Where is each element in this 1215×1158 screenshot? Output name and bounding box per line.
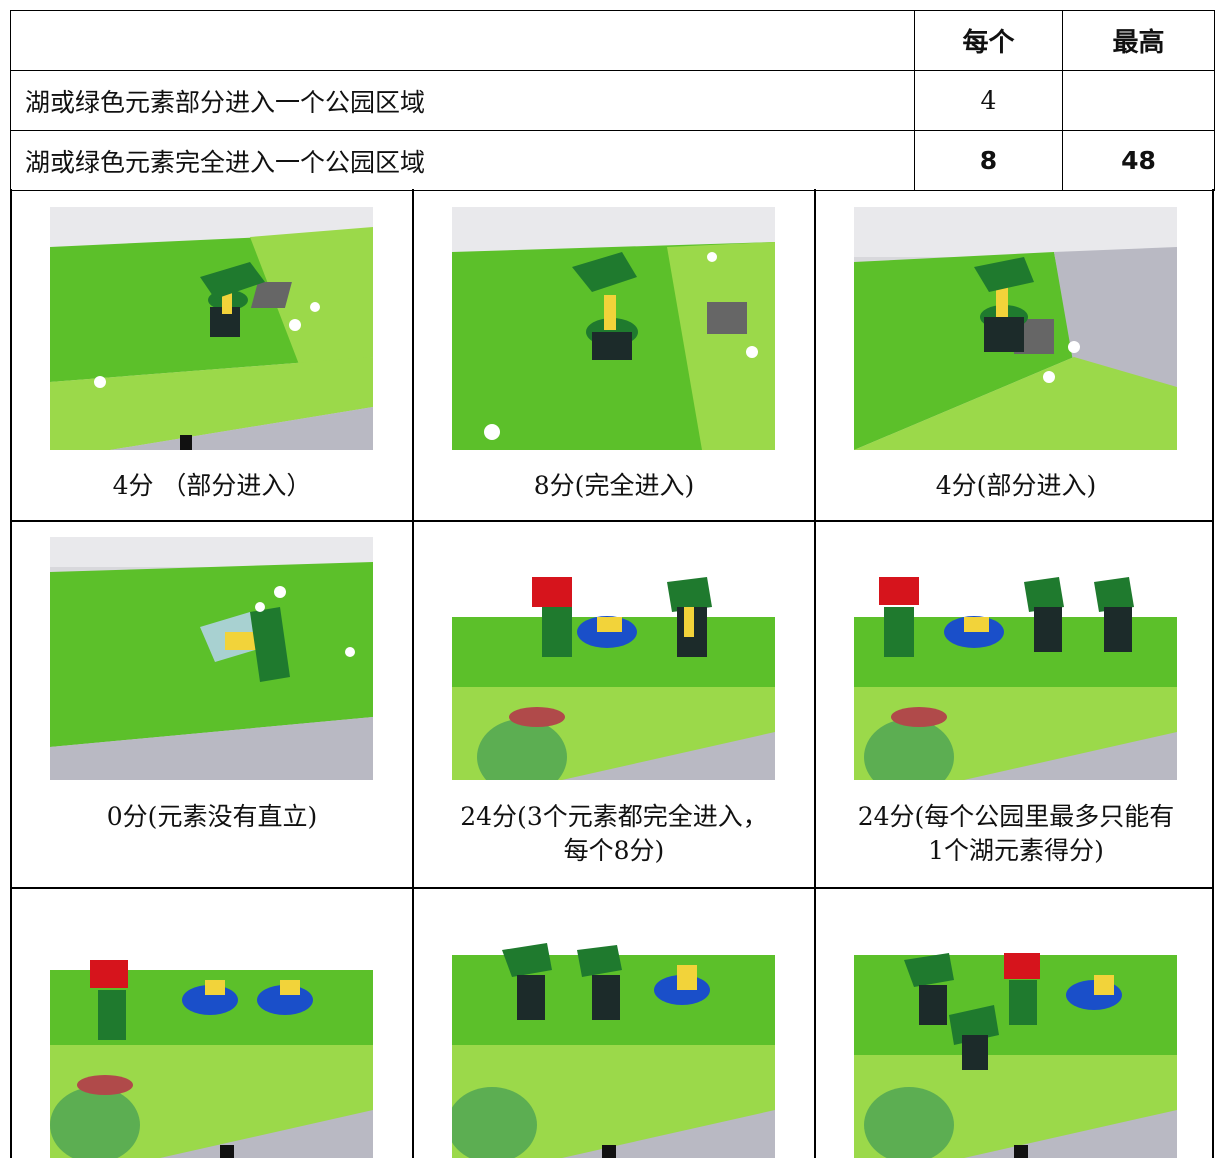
row-max-value: 48 xyxy=(1062,130,1215,191)
photo-tree-fallen xyxy=(50,537,373,780)
caption-three-elements: 24分(3个元素都完全进入， 每个8分) xyxy=(414,800,814,868)
score-table: 每个 最高 湖或绿色元素部分进入一个公园区域 4 湖或绿色元素完全进入一个公园区… xyxy=(10,10,1215,191)
photo-tree-full xyxy=(452,207,775,450)
row-label: 湖或绿色元素部分进入一个公园区域 xyxy=(10,70,915,131)
caption-partial-2: 4分(部分进入) xyxy=(935,471,1097,500)
caption-line-2: 1个湖元素得分) xyxy=(928,836,1104,865)
caption-full: 8分(完全进入) xyxy=(533,471,695,500)
row-each-value: 8 xyxy=(914,130,1063,191)
row-max-value xyxy=(1062,70,1215,131)
photo-two-trees-lake xyxy=(452,905,775,1158)
caption-line-1: 24分(3个元素都完全进入， xyxy=(460,802,768,831)
grid-border-right xyxy=(1212,189,1214,1158)
table-header-row: 每个 最高 xyxy=(10,10,1215,71)
caption-line-1: 24分(每个公园里最多只能有 xyxy=(857,802,1175,831)
photo-three-elements xyxy=(452,537,775,780)
caption-line-2: 每个8分) xyxy=(563,836,665,865)
header-each: 每个 xyxy=(914,10,1063,71)
photo-four-elements xyxy=(854,537,1177,780)
table-row: 湖或绿色元素部分进入一个公园区域 4 xyxy=(10,70,1215,131)
row-label: 湖或绿色元素完全进入一个公园区域 xyxy=(10,130,915,191)
header-max: 最高 xyxy=(1062,10,1215,71)
grid-border-left xyxy=(10,189,12,1158)
row-each-value: 4 xyxy=(914,70,1063,131)
photo-tree-partial-2 xyxy=(854,207,1177,450)
photo-mixed-elements xyxy=(854,905,1177,1158)
table-row: 湖或绿色元素完全进入一个公园区域 8 48 xyxy=(10,130,1215,191)
grid-divider-1 xyxy=(412,189,414,1158)
caption-four-elements: 24分(每个公园里最多只能有 1个湖元素得分) xyxy=(816,800,1215,868)
grid-divider-2 xyxy=(814,189,816,1158)
photo-tree-partial-1 xyxy=(50,207,373,450)
header-blank-cell xyxy=(10,10,915,71)
photo-flower-two-lakes xyxy=(50,905,373,1158)
caption-partial-1: 4分 （部分进入） xyxy=(112,471,312,500)
caption-fallen: 0分(元素没有直立) xyxy=(106,802,318,831)
grid-row-divider-1 xyxy=(10,520,1214,522)
grid-row-divider-2 xyxy=(10,887,1214,889)
